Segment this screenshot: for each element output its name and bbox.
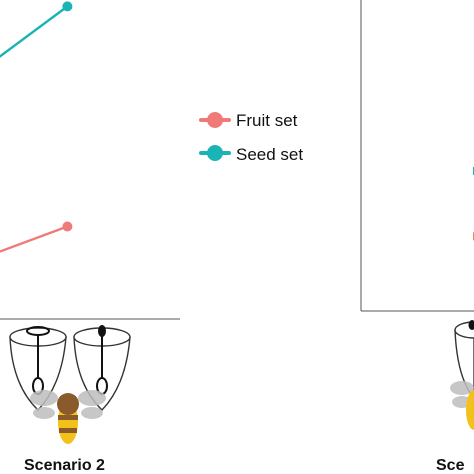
flower-right-icon	[454, 320, 474, 400]
left-fruit-set-point	[62, 221, 73, 232]
scenario-2-label: Scenario 2	[24, 457, 105, 474]
legend-entry-seed-set: Seed set	[199, 145, 303, 164]
left-chart	[0, 1, 180, 320]
left-fruit-set-line	[0, 225, 68, 253]
legend-entry-fruit-set: Fruit set	[199, 111, 298, 130]
legend-seed-set-marker	[207, 145, 223, 161]
left-seed-set-line	[0, 5, 69, 58]
left-seed-set-point	[62, 1, 73, 12]
legend: Fruit set Seed set	[199, 111, 303, 164]
bee-right-icon	[450, 381, 474, 430]
scenario-right-illustration: Sce	[436, 320, 474, 474]
left-chart-marks	[0, 1, 73, 253]
bee-icon	[30, 390, 106, 444]
legend-seed-set-label: Seed set	[236, 145, 303, 164]
scenario-2-illustration: Scenario 2	[9, 325, 131, 474]
legend-fruit-set-label: Fruit set	[236, 111, 298, 130]
right-chart	[360, 0, 474, 312]
flower-open-stigma-icon	[9, 326, 67, 411]
legend-fruit-set-marker	[207, 112, 223, 128]
scenario-right-label: Sce	[436, 457, 465, 474]
